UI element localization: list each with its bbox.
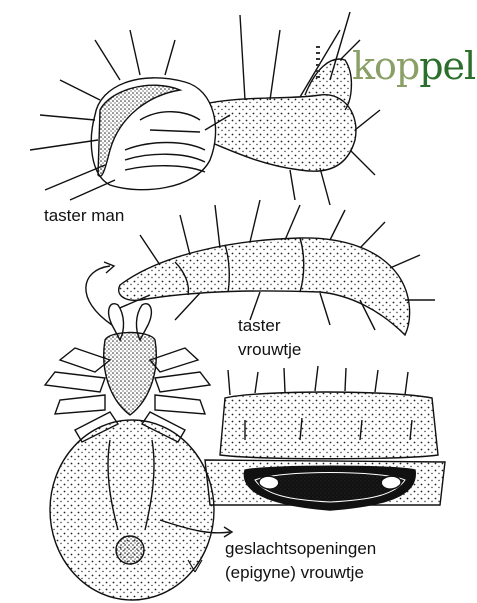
label-female-palp-line2: vrouwtje	[238, 340, 301, 360]
epigyne-detail	[205, 366, 445, 510]
label-male-palp: taster man	[44, 206, 124, 226]
koppel-logo: koppel	[352, 44, 475, 88]
dotted-line	[316, 46, 320, 82]
label-female-palp-line1: taster	[238, 316, 281, 336]
palp-arrow	[86, 266, 112, 325]
male-palp	[30, 12, 380, 205]
logo-part-2: pel	[419, 44, 475, 88]
logo-part-1: kop	[352, 44, 419, 88]
label-epigyne-line1: geslachtsopeningen	[225, 539, 376, 559]
spider-body	[45, 304, 214, 600]
label-epigyne-line2: (epigyne) vrouwtje	[225, 563, 364, 583]
female-palp	[115, 200, 435, 335]
